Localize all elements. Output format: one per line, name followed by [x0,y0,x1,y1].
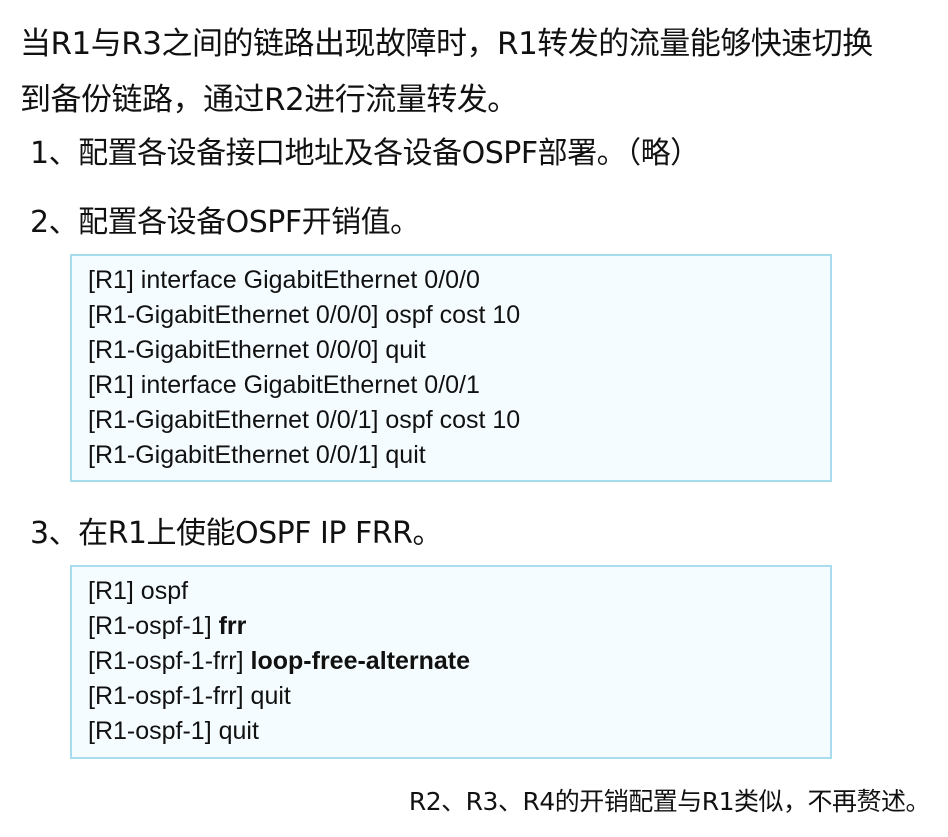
code-command: quit [211,717,259,745]
code-command: interface GigabitEthernet 0/0/0 [133,266,480,294]
code-prompt: [R1] [88,577,134,605]
code-command: quit [378,441,426,469]
code-line: [R1-GigabitEthernet 0/0/0] ospf cost 10 [88,298,814,333]
code-line: [R1-GigabitEthernet 0/0/0] quit [88,333,814,368]
code-command: quit [378,336,426,364]
code-line: [R1-ospf-1-frr] quit [88,679,814,714]
footer-note: R2、R3、R4的开销配置与R1类似，不再赘述。 [408,787,931,816]
cost-config-code-block: [R1] interface GigabitEthernet 0/0/0 [R1… [70,254,832,482]
code-keyword: frr [218,612,247,640]
code-line: [R1] interface GigabitEthernet 0/0/0 [88,263,814,298]
code-line: [R1] interface GigabitEthernet 0/0/1 [88,368,814,403]
code-prompt: [R1] [88,266,134,294]
code-prompt: [R1-GigabitEthernet 0/0/0] [88,336,379,364]
code-prompt: [R1-GigabitEthernet 0/0/1] [88,441,379,469]
step-2-heading: 2、配置各设备OSPF开销值。 [30,205,420,240]
code-prompt: [R1-ospf-1] [88,612,219,640]
code-command: ospf [133,577,189,605]
code-command: interface GigabitEthernet 0/0/1 [133,371,480,399]
code-line: [R1-ospf-1] frr [88,609,814,644]
step-3-heading: 3、在R1上使能OSPF IP FRR。 [30,516,442,551]
code-line: [R1-GigabitEthernet 0/0/1] quit [88,438,814,473]
frr-config-code-block: [R1] ospf [R1-ospf-1] frr [R1-ospf-1-frr… [70,565,832,759]
intro-line-1: 当R1与R3之间的链路出现故障时，R1转发的流量能够快速切换 [20,26,873,62]
code-prompt: [R1-GigabitEthernet 0/0/1] [88,406,379,434]
code-command: ospf cost 10 [378,406,521,434]
code-prompt: [R1-ospf-1-frr] [88,647,251,675]
code-prompt: [R1] [88,371,134,399]
code-line: [R1] ospf [88,574,814,609]
code-prompt: [R1-ospf-1-frr] [88,682,244,710]
code-line: [R1-ospf-1] quit [88,714,814,749]
code-line: [R1-ospf-1-frr] loop-free-alternate [88,644,814,679]
code-command: quit [243,682,291,710]
code-prompt: [R1-ospf-1] [88,717,212,745]
code-line: [R1-GigabitEthernet 0/0/1] ospf cost 10 [88,403,814,438]
step-1-heading: 1、配置各设备接口地址及各设备OSPF部署。（略） [30,136,700,171]
intro-line-2: 到备份链路，通过R2进行流量转发。 [20,82,518,118]
intro-paragraph: 当R1与R3之间的链路出现故障时，R1转发的流量能够快速切换 到备份链路，通过R… [20,16,940,128]
code-command: ospf cost 10 [378,301,521,329]
code-keyword: loop-free-alternate [250,647,471,675]
code-prompt: [R1-GigabitEthernet 0/0/0] [88,301,379,329]
